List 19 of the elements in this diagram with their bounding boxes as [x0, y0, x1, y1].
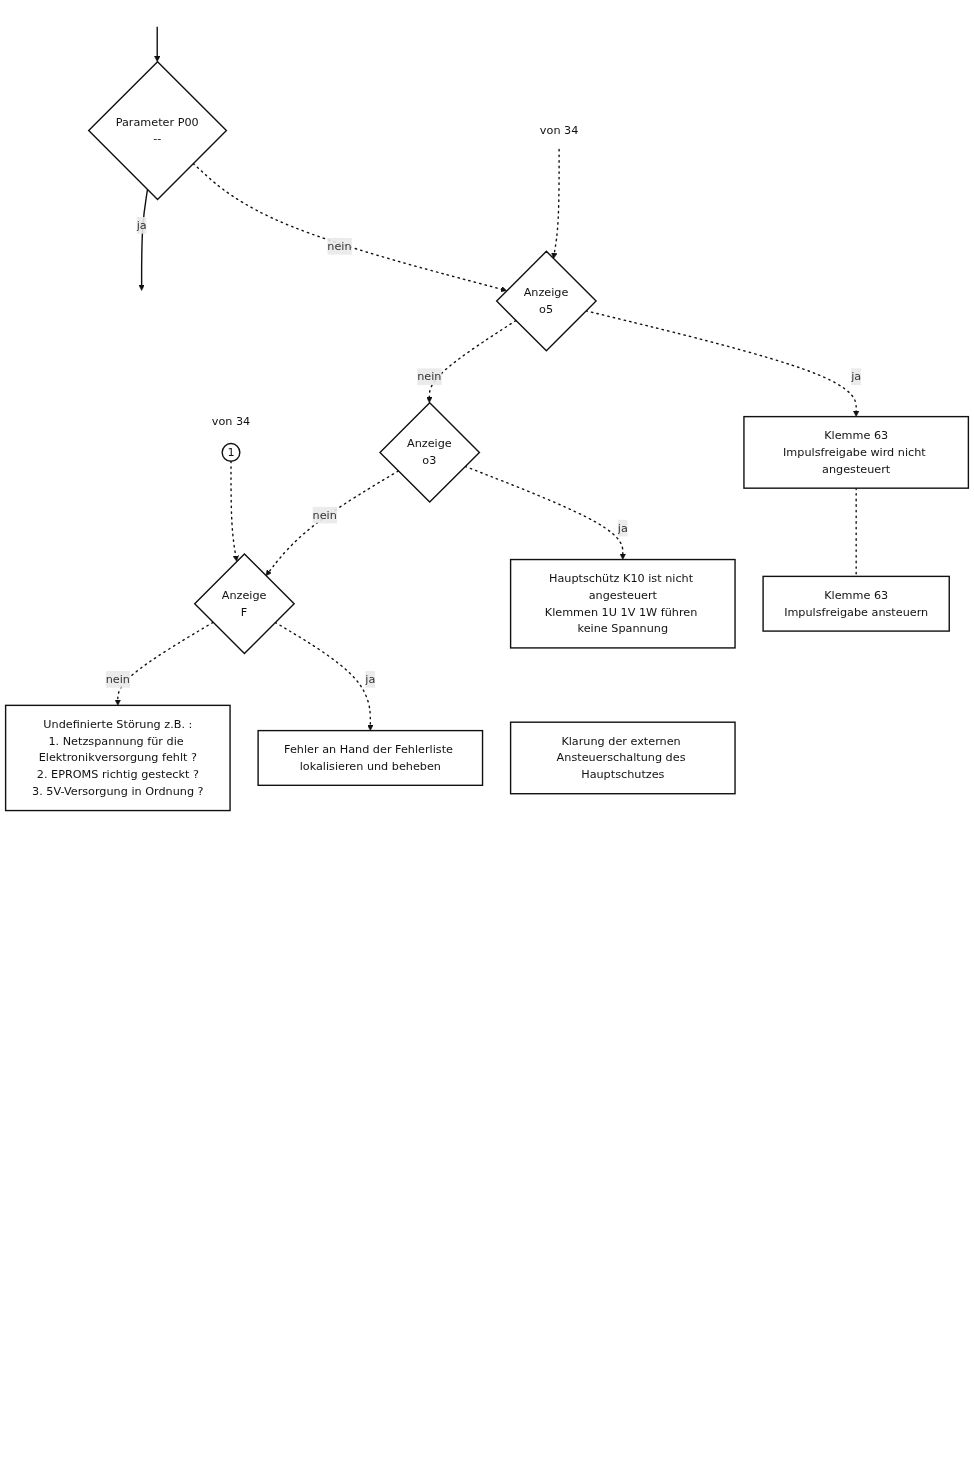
node-box	[743, 415, 970, 489]
node-diamond	[379, 401, 481, 504]
flowchart-drawing: ja nein nein ja nein ja nein ja Parameter P00 -- von 34 Anzeige o5 Klemme 63 Impulsfreigabe wird nicht angesteuert Klemme 63 Impulsfreigabe ansteuern Anzeige o3 Hauptschütz K10 ist nicht angesteuert Klemmen 1U 1V 1W führen keine Spannung Klarung der externen Ansteuerschaltung des Hauptschutzes 1 von 34 Anzeige F Fehler an Hand der Fehlerliste lokalisieren und beheben Undefinierte Störung z.B. : 1. Netzspannung für die Elektronikversorgung fehlt ? 2. EPROMS richtig gesteckt ? 3. 5V-Versorgung in Ordnung ?	[0, 0, 974, 817]
arrow	[114, 621, 214, 706]
node-box	[4, 704, 231, 812]
arrow	[138, 189, 149, 291]
arrow	[154, 25, 161, 62]
node-diamond	[495, 250, 598, 352]
arrow	[230, 460, 239, 562]
node-text: von 34	[539, 123, 579, 137]
node-box	[509, 721, 736, 795]
node-diamond	[193, 553, 296, 655]
arrow	[192, 162, 507, 293]
node-box	[762, 575, 950, 632]
node-box	[509, 558, 736, 649]
node-circle	[221, 442, 241, 462]
node-box	[257, 729, 484, 786]
arrow	[551, 148, 560, 259]
node-diamond	[87, 60, 228, 201]
